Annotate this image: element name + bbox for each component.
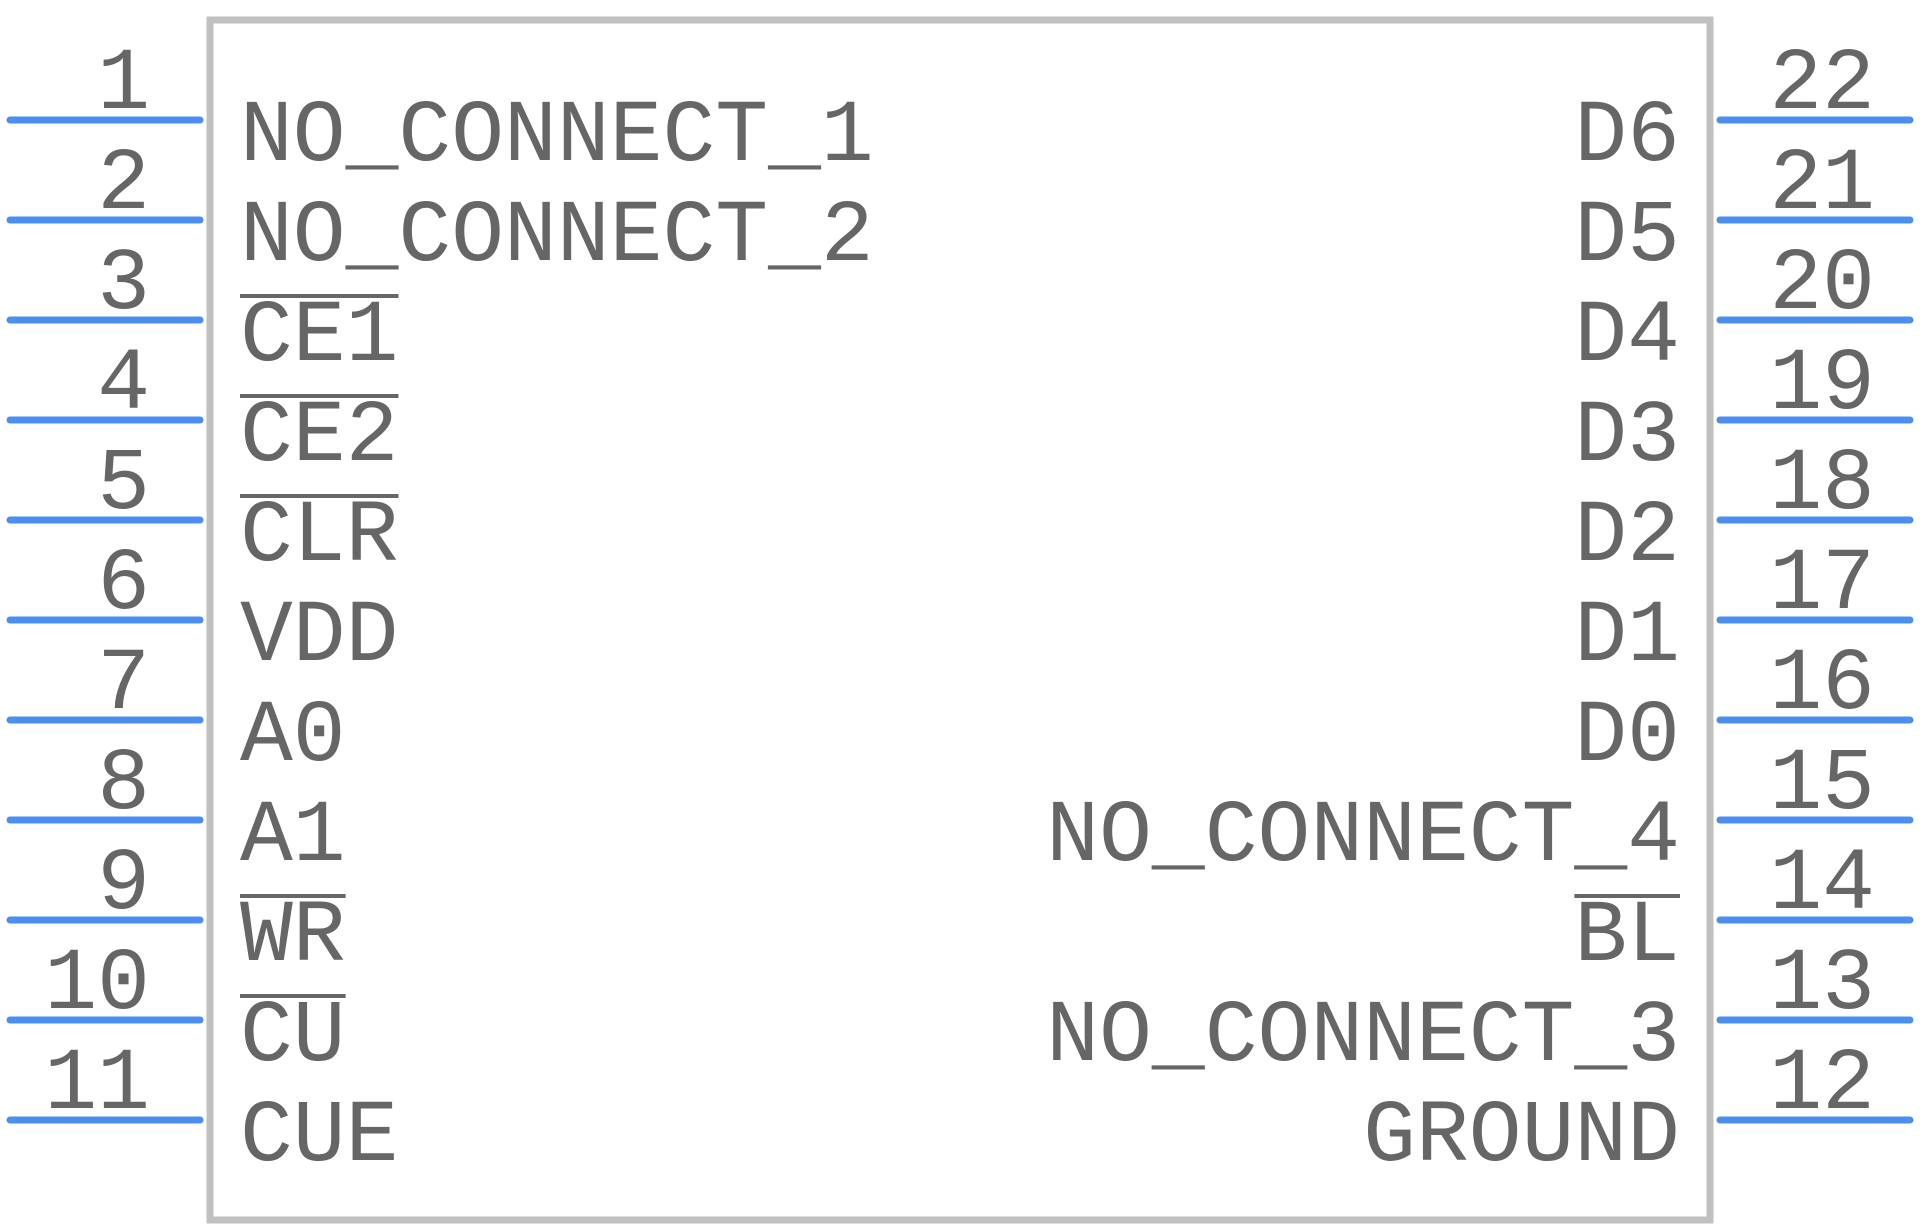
left-pin-2-name: NO_CONNECT_2 <box>240 188 874 287</box>
right-pin-16-number: 16 <box>1769 636 1875 735</box>
right-pin-19-number: 19 <box>1769 336 1875 435</box>
right-pin-22-number: 22 <box>1769 36 1875 135</box>
left-pin-6-name: VDD <box>240 588 398 687</box>
right-pin-13-number: 13 <box>1769 936 1875 1035</box>
right-pin-15-number: 15 <box>1769 736 1875 835</box>
right-pin-12-name: GROUND <box>1363 1088 1680 1187</box>
left-pin-9: 9WR <box>6 836 346 987</box>
left-pin-4-name: CE2 <box>240 388 398 487</box>
right-pin-15-name: NO_CONNECT_4 <box>1046 788 1680 887</box>
left-pin-2: 2NO_CONNECT_2 <box>6 136 874 287</box>
left-pin-1-name: NO_CONNECT_1 <box>240 88 874 187</box>
left-pin-8-number: 8 <box>97 736 150 835</box>
right-pin-20-name: D4 <box>1574 288 1680 387</box>
left-pin-10-number: 10 <box>44 936 150 1035</box>
right-pin-13-name: NO_CONNECT_3 <box>1046 988 1680 1087</box>
left-pin-3-name: CE1 <box>240 288 398 387</box>
left-pin-3-number: 3 <box>97 236 150 335</box>
left-pin-5-name: CLR <box>240 488 398 587</box>
left-pin-11-number: 11 <box>44 1036 150 1135</box>
left-pin-4-number: 4 <box>97 336 150 435</box>
left-pin-9-number: 9 <box>97 836 150 935</box>
left-pin-9-name: WR <box>240 888 346 987</box>
left-pin-8: 8A1 <box>6 736 346 887</box>
right-pin-20-number: 20 <box>1769 236 1875 335</box>
pins-layer: 1NO_CONNECT_12NO_CONNECT_23CE14CE25CLR6V… <box>6 36 1914 1187</box>
right-pin-12-number: 12 <box>1769 1036 1875 1135</box>
right-pin-22-name: D6 <box>1574 88 1680 187</box>
left-pin-1: 1NO_CONNECT_1 <box>6 36 874 187</box>
left-pin-2-number: 2 <box>97 136 150 235</box>
left-pin-7-number: 7 <box>97 636 150 735</box>
left-pin-5-number: 5 <box>97 436 150 535</box>
left-pin-6-number: 6 <box>97 536 150 635</box>
ic-body-outline <box>206 16 1714 1224</box>
right-pin-17-number: 17 <box>1769 536 1875 635</box>
left-pin-11-name: CUE <box>240 1088 398 1187</box>
right-pin-14-number: 14 <box>1769 836 1875 935</box>
left-pin-8-name: A1 <box>240 788 346 887</box>
left-pin-7-name: A0 <box>240 688 346 787</box>
right-pin-21-number: 21 <box>1769 136 1875 235</box>
left-pin-10-name: CU <box>240 988 346 1087</box>
right-pin-18-number: 18 <box>1769 436 1875 535</box>
left-pin-1-number: 1 <box>97 36 150 135</box>
right-pin-18-name: D2 <box>1574 488 1680 587</box>
right-pin-17-name: D1 <box>1574 588 1680 687</box>
right-pin-14-name: BL <box>1574 888 1680 987</box>
left-pin-7: 7A0 <box>6 636 346 787</box>
right-pin-21-name: D5 <box>1574 188 1680 287</box>
right-pin-19-name: D3 <box>1574 388 1680 487</box>
right-pin-16-name: D0 <box>1574 688 1680 787</box>
